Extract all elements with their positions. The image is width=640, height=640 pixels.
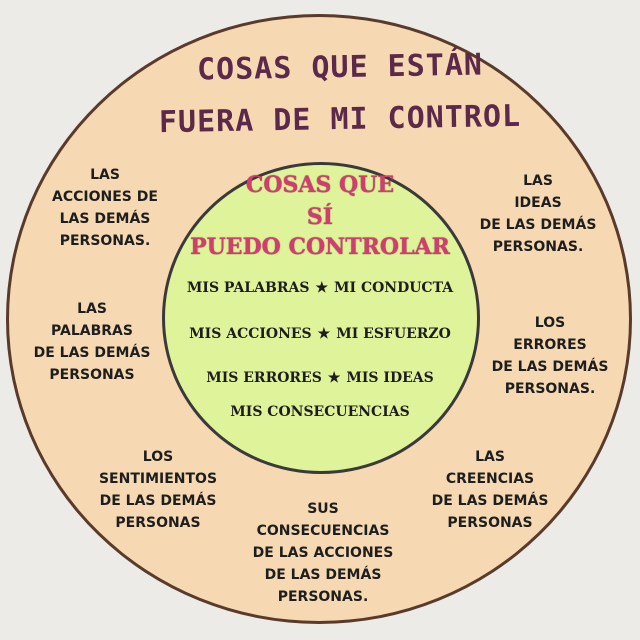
outer-item-line: PERSONAS — [115, 515, 201, 531]
outer-item-line: LAS — [90, 167, 120, 183]
outer-item-line: PERSONAS. — [504, 381, 596, 397]
inner-item: MI ESFUERZO — [336, 326, 451, 342]
outer-item-line: LAS DEMÁS — [59, 211, 151, 227]
inner-item: MIS CONSECUENCIAS — [230, 404, 410, 420]
inner-item: MIS ACCIONES — [189, 326, 312, 342]
outer-item-line: PERSONAS. — [492, 239, 584, 255]
outer-item-line: PERSONAS. — [277, 589, 369, 605]
outer-item-line: CONSECUENCIAS — [256, 523, 390, 539]
inner-item-row: MIS ACCIONES ★ MI ESFUERZO — [170, 326, 470, 342]
outer-item-line: ERRORES — [513, 337, 587, 353]
outer-item-creencias: LAS CREENCIAS DE LAS DEMÁS PERSONAS — [420, 446, 560, 534]
inner-item: MI CONDUCTA — [334, 280, 454, 296]
star-icon: ★ — [327, 370, 341, 386]
outer-item-line: PALABRAS — [51, 323, 133, 339]
outer-item-line: LOS — [534, 315, 566, 331]
outer-item-line: DE LAS DEMÁS — [264, 567, 382, 583]
outer-item-line: CREENCIAS — [445, 471, 535, 487]
inner-title-line-1: COSAS QUE — [245, 172, 395, 198]
outer-item-consecuencias: SUS CONSECUENCIAS DE LAS ACCIONES DE LAS… — [248, 498, 398, 608]
outer-item-palabras: LAS PALABRAS DE LAS DEMÁS PERSONAS — [30, 298, 154, 386]
outer-item-line: LAS — [475, 449, 505, 465]
outer-item-line: LAS — [523, 173, 553, 189]
inner-item: MIS IDEAS — [346, 370, 434, 386]
outer-item-line: LOS — [142, 449, 174, 465]
inner-item: MIS ERRORES — [206, 370, 322, 386]
star-icon: ★ — [317, 326, 331, 342]
inner-title-line-3: PUEDO CONTROLAR — [190, 234, 450, 260]
inner-item: MIS PALABRAS — [186, 280, 310, 296]
inner-circle — [162, 162, 480, 474]
outer-item-line: SENTIMIENTOS — [98, 471, 218, 487]
star-icon: ★ — [315, 280, 329, 296]
outer-item-line: DE LAS DEMÁS — [431, 493, 549, 509]
outer-item-line: PERSONAS — [447, 515, 533, 531]
outer-item-acciones: LAS ACCIONES DE LAS DEMÁS PERSONAS. — [40, 164, 170, 252]
outer-item-sentimientos: LOS SENTIMIENTOS DE LAS DEMÁS PERSONAS — [88, 446, 228, 534]
outer-item-errores: LOS ERRORES DE LAS DEMÁS PERSONAS. — [480, 312, 620, 400]
inner-title-line-2: SÍ — [306, 204, 334, 230]
outer-item-line: LAS — [77, 301, 107, 317]
outer-item-line: DE LAS DEMÁS — [479, 217, 597, 233]
outer-item-line: PERSONAS — [49, 367, 135, 383]
outer-item-line: ACCIONES DE — [52, 189, 158, 205]
outer-item-line: PERSONAS. — [59, 233, 151, 249]
inner-item-row: MIS PALABRAS ★ MI CONDUCTA — [170, 280, 470, 296]
outer-item-ideas: LAS IDEAS DE LAS DEMÁS PERSONAS. — [468, 170, 608, 258]
inner-item-row: MIS CONSECUENCIAS — [170, 404, 470, 420]
outer-item-line: SUS — [307, 501, 339, 517]
outer-item-line: IDEAS — [514, 195, 562, 211]
outer-item-line: DE LAS DEMÁS — [33, 345, 151, 361]
outer-item-line: DE LAS ACCIONES — [252, 545, 394, 561]
outer-item-line: DE LAS DEMÁS — [99, 493, 217, 509]
outer-item-line: DE LAS DEMÁS — [491, 359, 609, 375]
inner-item-row: MIS ERRORES ★ MIS IDEAS — [170, 370, 470, 386]
